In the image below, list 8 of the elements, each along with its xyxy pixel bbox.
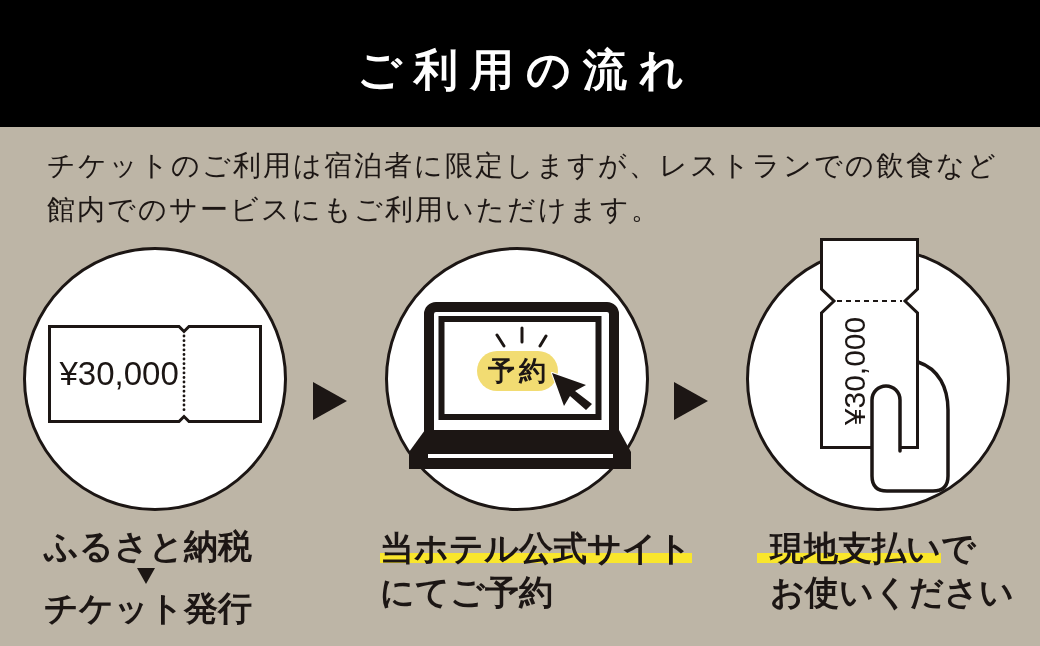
ticket: ¥30,000 [819,237,919,449]
step-caption: チケット発行 [44,586,252,630]
title-banner: ご利用の流れ [0,0,1040,127]
intro-text: チケットのご利用は宿泊者に限定しますが、レストランでの飲食など館内でのサービスにもご利用いただけます。 [47,149,998,227]
ticket: ¥30,000 [47,324,262,423]
arrow [313,382,347,420]
arrow [137,568,155,584]
step-caption: ふるさと納税 [44,524,252,568]
